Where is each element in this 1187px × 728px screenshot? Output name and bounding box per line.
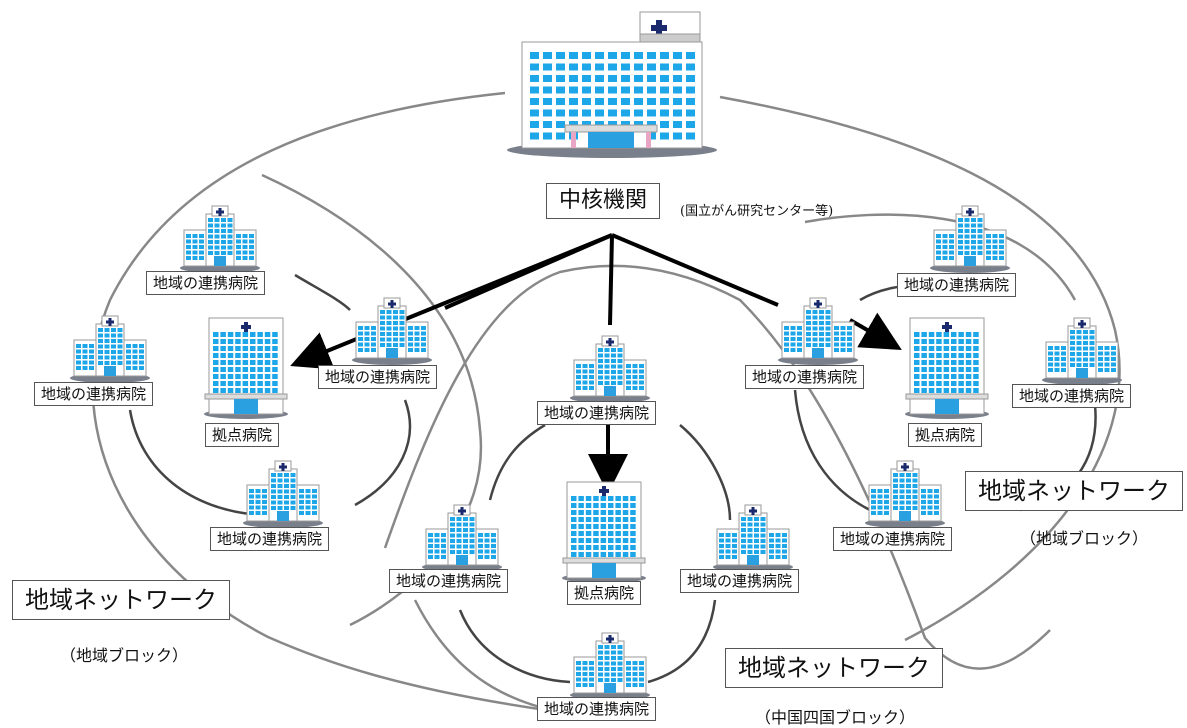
arrow-right-hub [848, 312, 902, 351]
clinic-left-top [180, 205, 260, 273]
center-bottom-boundary [413, 599, 561, 714]
renkei-label-left-top: 地域の連携病院 [146, 271, 266, 295]
clinic-center-left [422, 504, 502, 572]
center-local-circle [458, 423, 732, 684]
clinic-right-bottom [865, 460, 945, 528]
clinic-right-left [778, 297, 858, 365]
kyoten-label-left: 拠点病院 [205, 423, 280, 447]
network-boundaries [91, 91, 1121, 714]
renkei-label-left-right: 地域の連携病院 [318, 365, 438, 389]
clinic-left-right [352, 297, 432, 365]
block-label-bottom: （中国四国ブロック） [755, 708, 916, 727]
clinic-right-outer [1042, 317, 1122, 385]
kyoten-label-center: 拠点病院 [567, 581, 642, 605]
network-label-bottom: 地域ネットワーク [725, 648, 943, 688]
clinic-center-bottom [570, 632, 650, 700]
clinic-right-top [930, 205, 1010, 273]
clinic-center-right [713, 504, 793, 572]
core-hospital [507, 11, 717, 158]
renkei-label-right-bottom: 地域の連携病院 [833, 527, 953, 551]
hub-hospital-left [204, 317, 288, 419]
arrow-core-center [608, 234, 614, 326]
clinic-left-outer [70, 315, 150, 383]
renkei-label-left-outer: 地域の連携病院 [34, 382, 154, 406]
network-label-right: 地域ネットワーク [965, 471, 1183, 511]
hub-hospital-center [562, 481, 646, 583]
core-note: (国立がん研究センター等) [680, 204, 834, 219]
clinic-left-bottom [243, 460, 323, 528]
renkei-label-center-left: 地域の連携病院 [389, 569, 509, 593]
renkei-label-right-top: 地域の連携病院 [897, 273, 1017, 297]
renkei-label-center-bottom: 地域の連携病院 [537, 697, 657, 721]
core-label: 中核機関 [546, 183, 661, 219]
right-network-boundary [719, 95, 1121, 642]
arrow-core-right [611, 233, 779, 307]
right-inner-boundary [804, 213, 1077, 301]
hub-hospital-right [905, 317, 989, 419]
renkei-label-center-right: 地域の連携病院 [680, 569, 800, 593]
renkei-label-left-bottom: 地域の連携病院 [210, 527, 330, 551]
buildings [70, 11, 1122, 700]
block-label-right: （地域ブロック） [1020, 529, 1149, 548]
renkei-label-right-outer: 地域の連携病院 [1012, 384, 1132, 408]
renkei-label-center-top: 地域の連携病院 [537, 401, 657, 425]
left-local-circle [128, 273, 412, 517]
arrow-core-left-long [290, 233, 613, 370]
kyoten-label-right: 拠点病院 [908, 423, 983, 447]
block-label-left: （地域ブロック） [60, 646, 189, 665]
left-network-boundary [91, 91, 561, 714]
clinic-center-top [570, 335, 650, 403]
network-label-left: 地域ネットワーク [12, 580, 230, 620]
renkei-label-right-left: 地域の連携病院 [745, 365, 865, 389]
